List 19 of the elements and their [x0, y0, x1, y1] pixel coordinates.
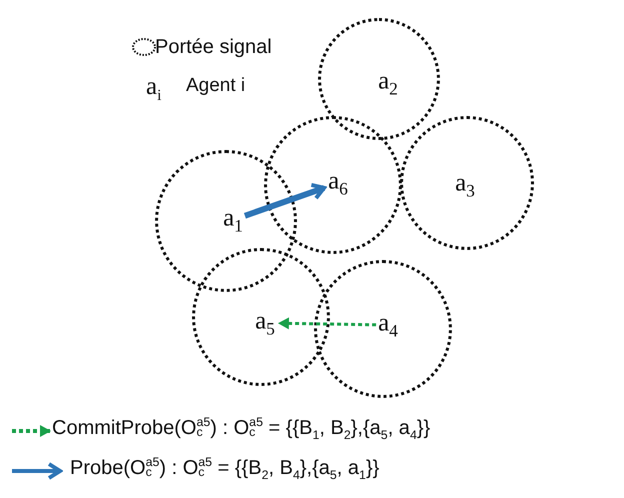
agent-label: a$_{3}$	[455, 170, 475, 200]
agent-label: a$_{6}$	[328, 168, 348, 198]
signal-range-circle	[400, 116, 534, 250]
signal-range-circle	[318, 18, 440, 140]
symbol-key: a$_{i}$	[146, 74, 162, 104]
arrow	[278, 317, 376, 330]
signal-range-circle	[192, 248, 330, 386]
signal-range-circle	[314, 260, 452, 398]
agent-label: a$_{2}$	[378, 68, 398, 98]
agent-label: a$_{4}$	[378, 310, 398, 340]
legend-label: Probe(O$_{c}$$^{a5}$) : O$_{c}$$^{a5}$ = {{B$_{2}$, B$_{4}$},{a$_{5}$, a$_{1}$}}	[70, 458, 380, 482]
signal-range-circle	[155, 150, 297, 292]
agent-label: a$_{5}$	[255, 308, 275, 338]
arrow	[244, 182, 326, 219]
legend-label: Portée signal	[155, 37, 272, 57]
signal-range-circle	[264, 116, 402, 254]
legend-label: CommitProbe(O$_{c}$$^{a5}$) : O$_{c}$$^{a5}$ = {{B$_{1}$, B$_{2}$},{a$_{5}$, a$_{4}$}}	[52, 418, 430, 442]
key-label: Agent i	[186, 76, 246, 95]
agent-label: a$_{1}$	[223, 205, 243, 235]
